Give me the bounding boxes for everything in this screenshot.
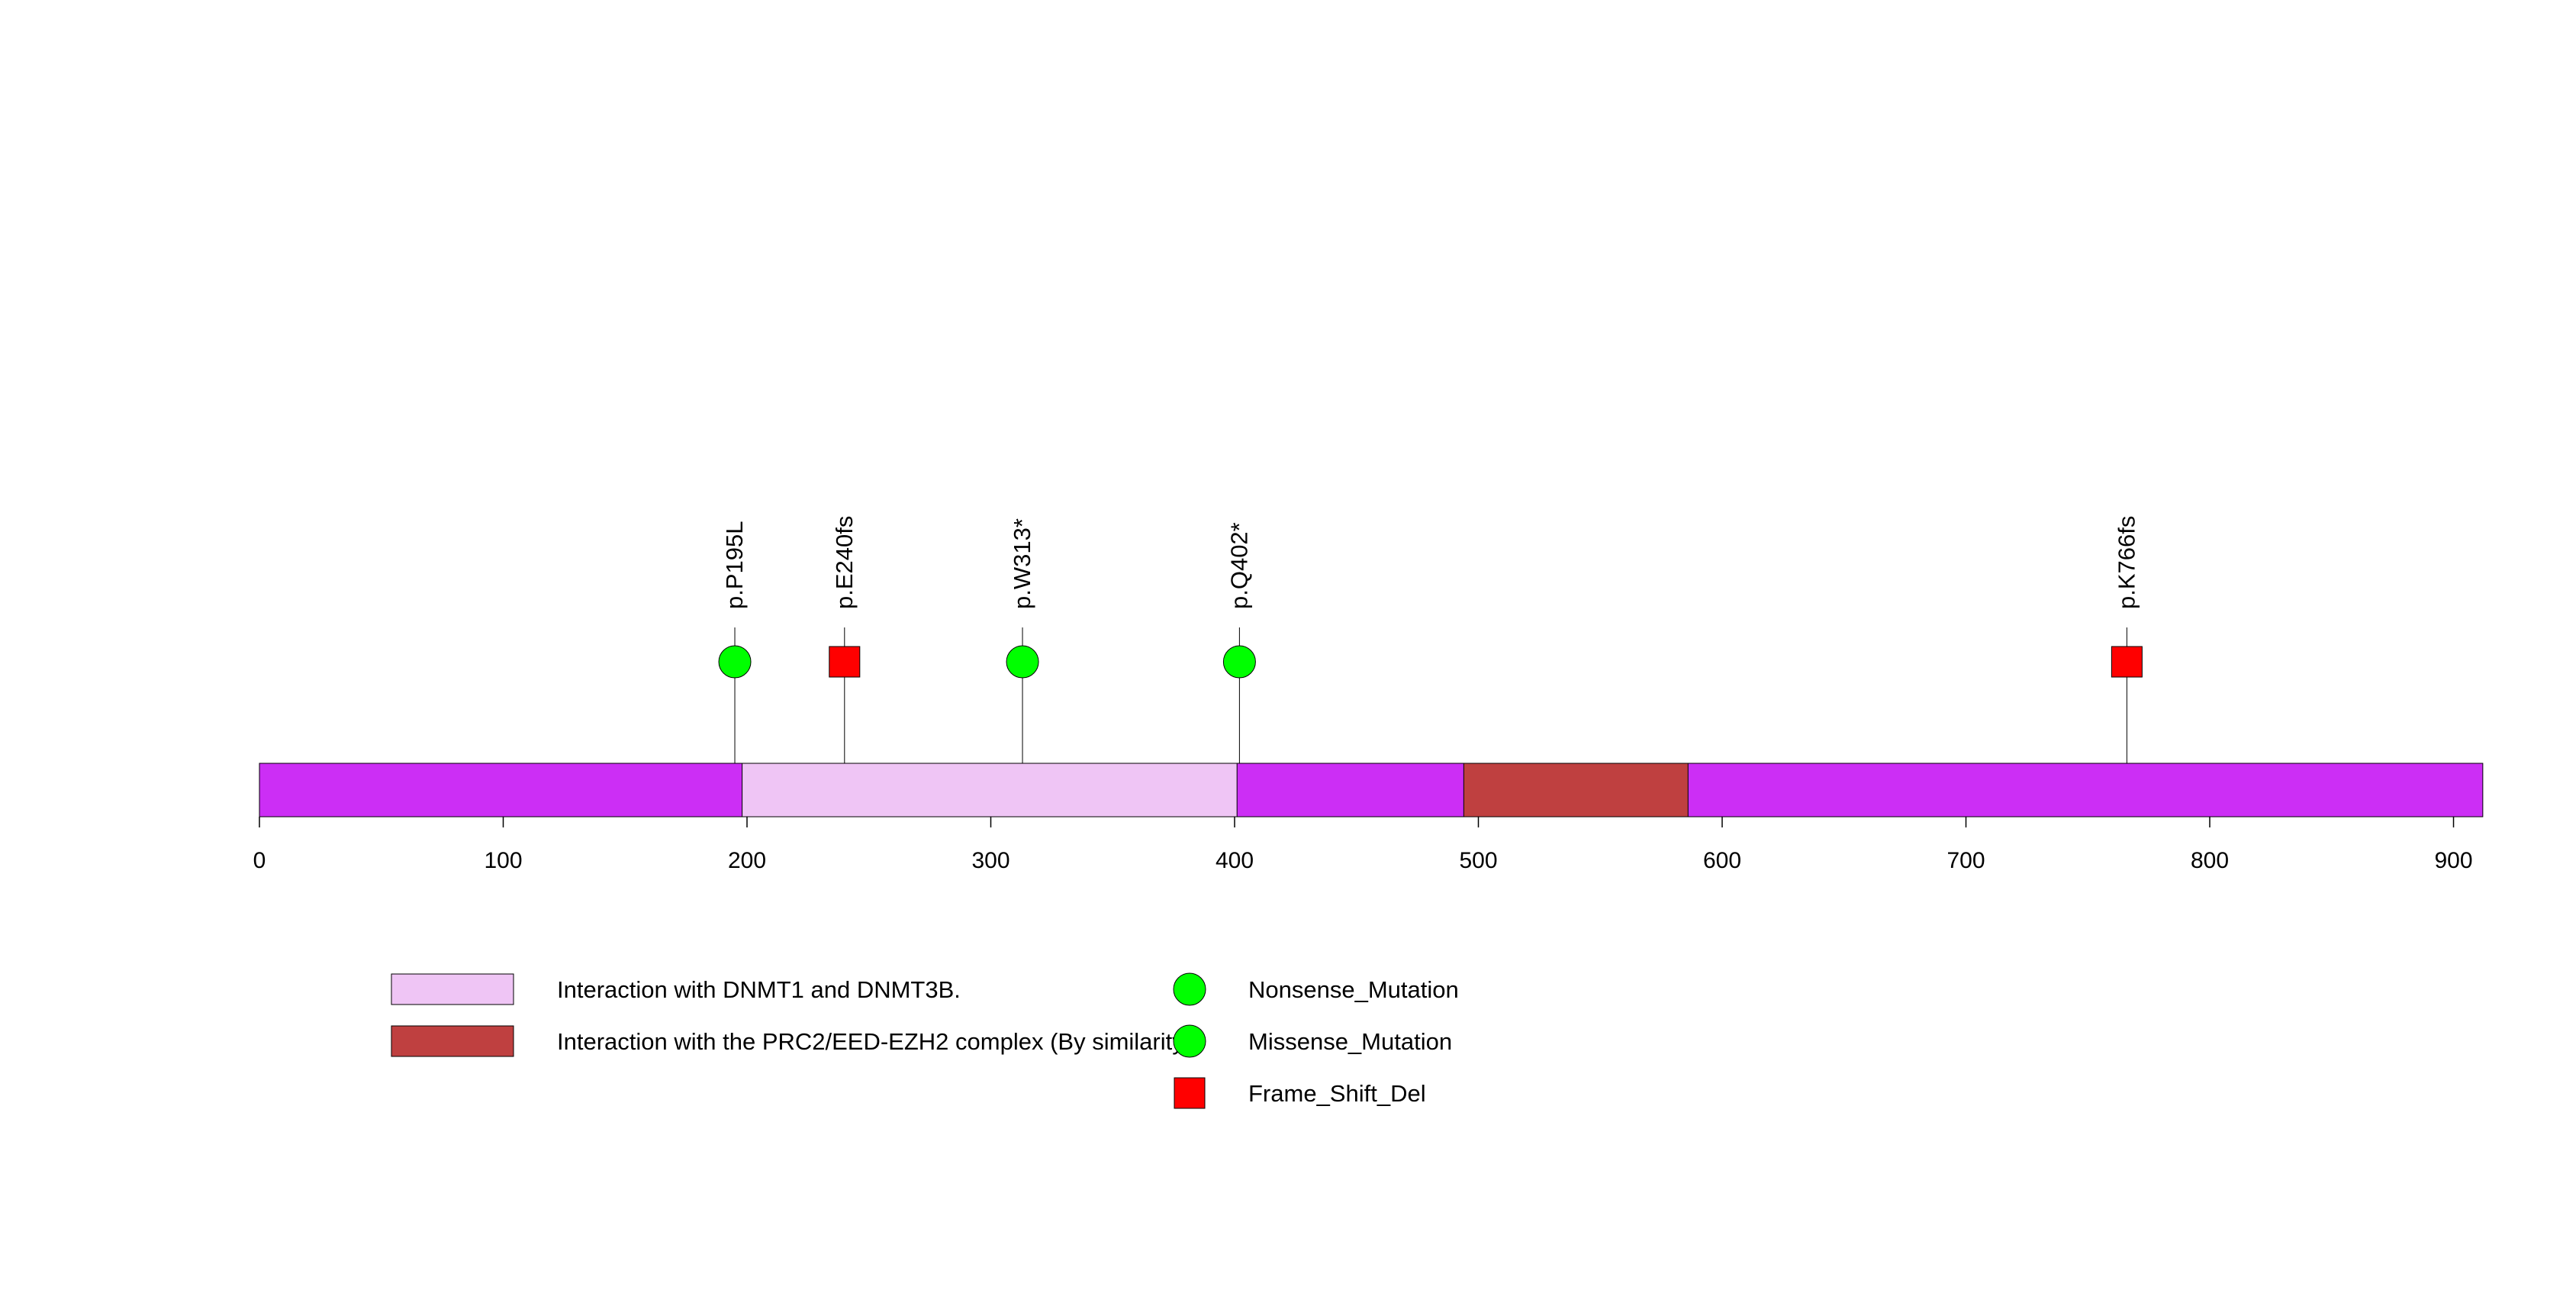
protein-backbone (259, 763, 2484, 818)
legend-type-symbol-nonsense-mutation (1173, 972, 1206, 1006)
domain-1 (742, 763, 1238, 818)
axis-tick-label-900: 900 (2434, 848, 2472, 873)
axis-tick-label-800: 800 (2191, 848, 2229, 873)
mutation-label-p-w313: p.W313* (1009, 518, 1035, 609)
legend-domain-swatch-1 (391, 973, 514, 1005)
mutation-label-p-e240fs: p.E240fs (831, 516, 858, 609)
legend-domain-swatch-2 (391, 1025, 514, 1057)
axis-tick-label-600: 600 (1703, 848, 1741, 873)
axis-tick-label-100: 100 (484, 848, 522, 873)
marker-p-w313[interactable] (1006, 645, 1039, 679)
legend-type-label-missense-mutation: Missense_Mutation (1248, 1028, 1452, 1055)
marker-p-q402[interactable] (1222, 645, 1256, 679)
marker-p-k766fs[interactable] (2111, 646, 2143, 678)
legend-domain-label-1: Interaction with DNMT1 and DNMT3B. (557, 976, 961, 1003)
mutation-label-p-k766fs: p.K766fs (2113, 516, 2140, 609)
legend-type-symbol-frame-shift-del (1174, 1077, 1206, 1109)
legend-type-label-frame-shift-del: Frame_Shift_Del (1248, 1080, 1426, 1107)
axis-tick-label-700: 700 (1946, 848, 1985, 873)
marker-p-e240fs[interactable] (829, 646, 861, 678)
axis-tick-label-500: 500 (1459, 848, 1497, 873)
mutation-label-p-q402: p.Q402* (1225, 522, 1252, 609)
mutation-label-p-p195l: p.P195L (721, 521, 748, 610)
domain-2 (1463, 763, 1689, 818)
legend-type-symbol-missense-mutation (1173, 1024, 1206, 1058)
legend-type-label-nonsense-mutation: Nonsense_Mutation (1248, 976, 1459, 1003)
axis-tick-label-0: 0 (253, 848, 266, 873)
marker-p-p195l[interactable] (718, 645, 752, 679)
axis-tick-label-300: 300 (971, 848, 1009, 873)
axis-tick-label-400: 400 (1216, 848, 1254, 873)
axis-tick-label-200: 200 (728, 848, 766, 873)
legend-domain-label-2: Interaction with the PRC2/EED-EZH2 compl… (557, 1028, 1199, 1055)
